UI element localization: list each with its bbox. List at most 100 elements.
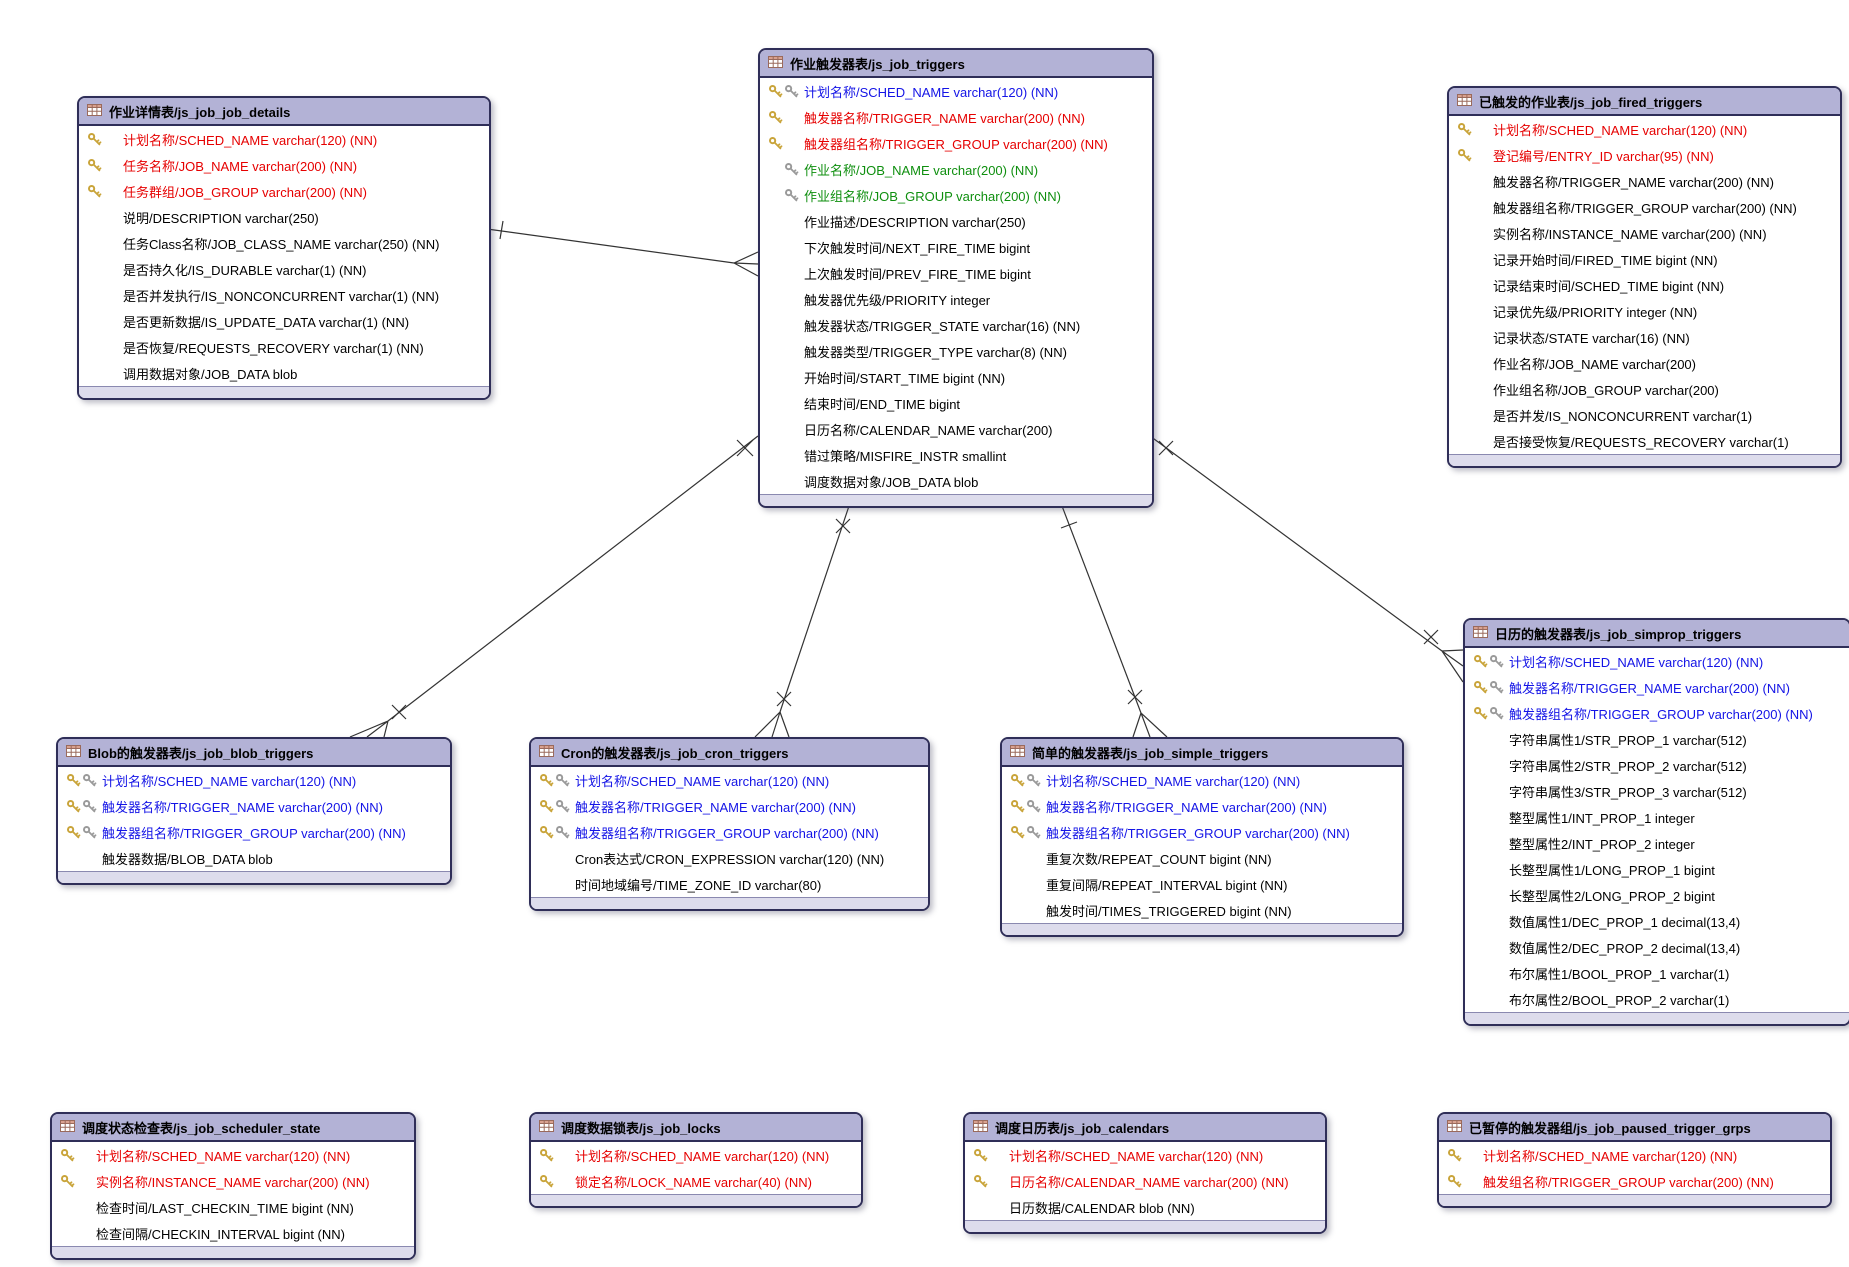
field-row[interactable]: 调用数据对象/JOB_DATA blob bbox=[79, 360, 489, 386]
field-row[interactable]: 字符串属性1/STR_PROP_1 varchar(512) bbox=[1465, 726, 1849, 752]
table-header[interactable]: 简单的触发器表/js_job_simple_triggers bbox=[1002, 739, 1402, 767]
field-row[interactable]: 长整型属性1/LONG_PROP_1 bigint bbox=[1465, 856, 1849, 882]
field-row[interactable]: 触发器组名称/TRIGGER_GROUP varchar(200) (NN) bbox=[531, 819, 928, 845]
field-row[interactable]: 触发器名称/TRIGGER_NAME varchar(200) (NN) bbox=[1002, 793, 1402, 819]
field-row[interactable]: 计划名称/SCHED_NAME varchar(120) (NN) bbox=[760, 78, 1152, 104]
field-row[interactable]: 记录状态/STATE varchar(16) (NN) bbox=[1449, 324, 1840, 350]
field-row[interactable]: 触发器组名称/TRIGGER_GROUP varchar(200) (NN) bbox=[58, 819, 450, 845]
field-row[interactable]: 日历名称/CALENDAR_NAME varchar(200) (NN) bbox=[965, 1168, 1325, 1194]
field-row[interactable]: 记录优先级/PRIORITY integer (NN) bbox=[1449, 298, 1840, 324]
field-row[interactable]: 实例名称/INSTANCE_NAME varchar(200) (NN) bbox=[1449, 220, 1840, 246]
field-row[interactable]: 上次触发时间/PREV_FIRE_TIME bigint bbox=[760, 260, 1152, 286]
field-row[interactable]: 触发器名称/TRIGGER_NAME varchar(200) (NN) bbox=[760, 104, 1152, 130]
field-row[interactable]: 触发器名称/TRIGGER_NAME varchar(200) (NN) bbox=[531, 793, 928, 819]
field-row[interactable]: 计划名称/SCHED_NAME varchar(120) (NN) bbox=[1465, 648, 1849, 674]
field-row[interactable]: 是否并发/IS_NONCONCURRENT varchar(1) bbox=[1449, 402, 1840, 428]
table-header[interactable]: 调度日历表/js_job_calendars bbox=[965, 1114, 1325, 1142]
field-row[interactable]: 作业组名称/JOB_GROUP varchar(200) (NN) bbox=[760, 182, 1152, 208]
field-row[interactable]: 重复次数/REPEAT_COUNT bigint (NN) bbox=[1002, 845, 1402, 871]
field-row[interactable]: 任务Class名称/JOB_CLASS_NAME varchar(250) (N… bbox=[79, 230, 489, 256]
table-header[interactable]: Cron的触发器表/js_job_cron_triggers bbox=[531, 739, 928, 767]
field-row[interactable]: 计划名称/SCHED_NAME varchar(120) (NN) bbox=[1439, 1142, 1830, 1168]
field-row[interactable]: 整型属性2/INT_PROP_2 integer bbox=[1465, 830, 1849, 856]
field-row[interactable]: 日历数据/CALENDAR blob (NN) bbox=[965, 1194, 1325, 1220]
field-row[interactable]: 触发器状态/TRIGGER_STATE varchar(16) (NN) bbox=[760, 312, 1152, 338]
table-header[interactable]: Blob的触发器表/js_job_blob_triggers bbox=[58, 739, 450, 767]
field-row[interactable]: 计划名称/SCHED_NAME varchar(120) (NN) bbox=[58, 767, 450, 793]
field-row[interactable]: 数值属性1/DEC_PROP_1 decimal(13,4) bbox=[1465, 908, 1849, 934]
field-row[interactable]: 触发器名称/TRIGGER_NAME varchar(200) (NN) bbox=[1465, 674, 1849, 700]
field-row[interactable]: 布尔属性2/BOOL_PROP_2 varchar(1) bbox=[1465, 986, 1849, 1012]
field-row[interactable]: 作业名称/JOB_NAME varchar(200) bbox=[1449, 350, 1840, 376]
field-row[interactable]: 是否持久化/IS_DURABLE varchar(1) (NN) bbox=[79, 256, 489, 282]
field-row[interactable]: 任务名称/JOB_NAME varchar(200) (NN) bbox=[79, 152, 489, 178]
field-row[interactable]: 说明/DESCRIPTION varchar(250) bbox=[79, 204, 489, 230]
field-row[interactable]: 重复间隔/REPEAT_INTERVAL bigint (NN) bbox=[1002, 871, 1402, 897]
field-row[interactable]: 登记编号/ENTRY_ID varchar(95) (NN) bbox=[1449, 142, 1840, 168]
field-row[interactable]: 布尔属性1/BOOL_PROP_1 varchar(1) bbox=[1465, 960, 1849, 986]
field-row[interactable]: 日历名称/CALENDAR_NAME varchar(200) bbox=[760, 416, 1152, 442]
field-row[interactable]: 作业名称/JOB_NAME varchar(200) (NN) bbox=[760, 156, 1152, 182]
field-row[interactable]: 触发器组名称/TRIGGER_GROUP varchar(200) (NN) bbox=[1449, 194, 1840, 220]
field-row[interactable]: 整型属性1/INT_PROP_1 integer bbox=[1465, 804, 1849, 830]
field-row[interactable]: 锁定名称/LOCK_NAME varchar(40) (NN) bbox=[531, 1168, 861, 1194]
relationship-triggers-to-simprop-triggers[interactable] bbox=[1149, 435, 1464, 683]
field-row[interactable]: 是否更新数据/IS_UPDATE_DATA varchar(1) (NN) bbox=[79, 308, 489, 334]
table-header[interactable]: 作业详情表/js_job_job_details bbox=[79, 98, 489, 126]
relationship-job-details-to-triggers[interactable] bbox=[486, 220, 759, 277]
table-header[interactable]: 已触发的作业表/js_job_fired_triggers bbox=[1449, 88, 1840, 116]
field-row[interactable]: 计划名称/SCHED_NAME varchar(120) (NN) bbox=[52, 1142, 414, 1168]
field-row[interactable]: 计划名称/SCHED_NAME varchar(120) (NN) bbox=[531, 767, 928, 793]
field-row[interactable]: 触发器名称/TRIGGER_NAME varchar(200) (NN) bbox=[1449, 168, 1840, 194]
field-row[interactable]: 长整型属性2/LONG_PROP_2 bigint bbox=[1465, 882, 1849, 908]
field-row[interactable]: 记录结束时间/SCHED_TIME bigint (NN) bbox=[1449, 272, 1840, 298]
field-row[interactable]: 实例名称/INSTANCE_NAME varchar(200) (NN) bbox=[52, 1168, 414, 1194]
field-row[interactable]: 时间地域编号/TIME_ZONE_ID varchar(80) bbox=[531, 871, 928, 897]
field-row[interactable]: 触发器优先级/PRIORITY integer bbox=[760, 286, 1152, 312]
field-row[interactable]: 下次触发时间/NEXT_FIRE_TIME bigint bbox=[760, 234, 1152, 260]
field-row[interactable]: 触发器数据/BLOB_DATA blob bbox=[58, 845, 450, 871]
field-row[interactable]: 触发器组名称/TRIGGER_GROUP varchar(200) (NN) bbox=[760, 130, 1152, 156]
field-row[interactable]: 数值属性2/DEC_PROP_2 decimal(13,4) bbox=[1465, 934, 1849, 960]
field-row[interactable]: 触发器类型/TRIGGER_TYPE varchar(8) (NN) bbox=[760, 338, 1152, 364]
field-row[interactable]: 触发器组名称/TRIGGER_GROUP varchar(200) (NN) bbox=[1002, 819, 1402, 845]
field-row[interactable]: 是否恢复/REQUESTS_RECOVERY varchar(1) (NN) bbox=[79, 334, 489, 360]
table-header[interactable]: 作业触发器表/js_job_triggers bbox=[760, 50, 1152, 78]
table-header[interactable]: 调度状态检查表/js_job_scheduler_state bbox=[52, 1114, 414, 1142]
field-row[interactable]: Cron表达式/CRON_EXPRESSION varchar(120) (NN… bbox=[531, 845, 928, 871]
field-row[interactable]: 触发器组名称/TRIGGER_GROUP varchar(200) (NN) bbox=[1465, 700, 1849, 726]
field-row[interactable]: 计划名称/SCHED_NAME varchar(120) (NN) bbox=[965, 1142, 1325, 1168]
field-row[interactable]: 触发器名称/TRIGGER_NAME varchar(200) (NN) bbox=[58, 793, 450, 819]
field-row[interactable]: 计划名称/SCHED_NAME varchar(120) (NN) bbox=[1002, 767, 1402, 793]
field-row[interactable]: 作业组名称/JOB_GROUP varchar(200) bbox=[1449, 376, 1840, 402]
field-row[interactable]: 字符串属性2/STR_PROP_2 varchar(512) bbox=[1465, 752, 1849, 778]
field-row[interactable]: 检查间隔/CHECKIN_INTERVAL bigint (NN) bbox=[52, 1220, 414, 1246]
relationship-triggers-to-blob-triggers[interactable] bbox=[349, 435, 759, 738]
field-row[interactable]: 计划名称/SCHED_NAME varchar(120) (NN) bbox=[531, 1142, 861, 1168]
table-header[interactable]: 调度数据锁表/js_job_locks bbox=[531, 1114, 861, 1142]
field-row[interactable]: 是否并发执行/IS_NONCONCURRENT varchar(1) (NN) bbox=[79, 282, 489, 308]
field-row[interactable]: 结束时间/END_TIME bigint bbox=[760, 390, 1152, 416]
table-header[interactable]: 已暂停的触发器组/js_job_paused_trigger_grps bbox=[1439, 1114, 1830, 1142]
field-row[interactable]: 记录开始时间/FIRED_TIME bigint (NN) bbox=[1449, 246, 1840, 272]
field-row[interactable]: 触发时间/TIMES_TRIGGERED bigint (NN) bbox=[1002, 897, 1402, 923]
field-row[interactable]: 任务群组/JOB_GROUP varchar(200) (NN) bbox=[79, 178, 489, 204]
field-row[interactable]: 开始时间/START_TIME bigint (NN) bbox=[760, 364, 1152, 390]
field-row[interactable]: 是否接受恢复/REQUESTS_RECOVERY varchar(1) bbox=[1449, 428, 1840, 454]
field-row[interactable]: 触发组名称/TRIGGER_GROUP varchar(200) (NN) bbox=[1439, 1168, 1830, 1194]
relationship-triggers-to-simple-triggers[interactable] bbox=[1060, 505, 1168, 738]
field-row[interactable]: 检查时间/LAST_CHECKIN_TIME bigint (NN) bbox=[52, 1194, 414, 1220]
field-row[interactable]: 调度数据对象/JOB_DATA blob bbox=[760, 468, 1152, 494]
